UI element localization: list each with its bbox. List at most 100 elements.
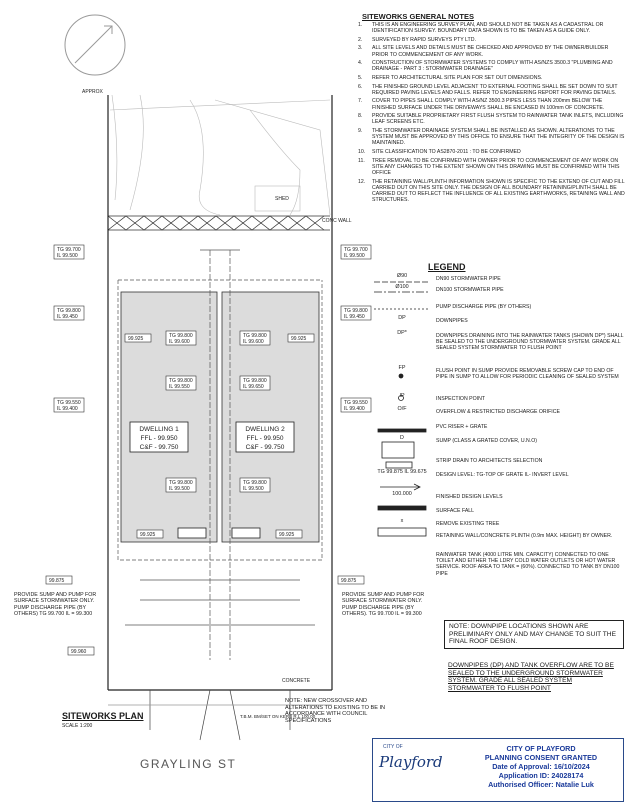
svg-text:IL 99.400: IL 99.400: [57, 406, 78, 412]
svg-text:99.875: 99.875: [341, 578, 357, 584]
stamp-line-2: PLANNING CONSENT GRANTED: [484, 753, 598, 762]
note-text: CONSTRUCTION OF STORMWATER SYSTEMS TO CO…: [372, 60, 613, 73]
note-number: 7.: [358, 98, 363, 105]
note-text: SURVEYED BY RAPID SURVEYS PTY LTD.: [372, 36, 476, 43]
general-note-item: 1.THIS IS AN ENGINEERING SURVEY PLAN, AN…: [358, 22, 626, 34]
svg-text:C&F - 99.750: C&F - 99.750: [140, 444, 179, 451]
note-number: 12.: [358, 178, 366, 185]
stormwater-pipes: [117, 249, 323, 660]
general-note-item: 6. THE FINISHED GROUND LEVEL ADJACENT TO …: [358, 84, 626, 96]
legend-item: REMOVE EXISTING TREE: [436, 521, 500, 527]
existing-contours: [109, 94, 331, 216]
north-arrow-icon: [64, 14, 126, 76]
svg-text:TG 99.800: TG 99.800: [344, 308, 368, 314]
legend-item: DN90 STORMWATER PIPE: [436, 276, 501, 282]
legend-item: FLUSH POINT IN SUMP PROVIDE REMOVABLE SC…: [436, 368, 619, 381]
svg-text:99.925: 99.925: [279, 532, 295, 538]
legend-symbol-label: TG 99.875 IL 99.675: [377, 469, 427, 475]
svg-text:DWELLING 2: DWELLING 2: [245, 426, 285, 433]
dwelling-2-label: DWELLING 2 FFL - 99.950 C&F - 99.750: [235, 421, 295, 453]
legend-item: STRIP DRAIN TO ARCHITECTS SELECTION: [436, 458, 543, 464]
legend-symbol-label: x: [400, 518, 404, 524]
driveway-crossover: [108, 689, 332, 741]
legend-title: LEGEND: [428, 262, 466, 272]
svg-text:IL 99.500: IL 99.500: [344, 253, 365, 259]
svg-text:TG 99.800: TG 99.800: [243, 333, 267, 339]
svg-text:99.925: 99.925: [291, 336, 307, 342]
benchmark-label: T.B.M. BM/SET ON KERB R.L 100.00: [240, 714, 316, 719]
svg-text:TG 99.700: TG 99.700: [344, 247, 368, 253]
drawing-title: SITEWORKS PLAN: [62, 711, 144, 721]
legend-item: DOWNPIPES: [436, 318, 468, 324]
svg-text:IL 99.400: IL 99.400: [344, 406, 365, 412]
note-text: THE STORMWATER DRAINAGE SYSTEM SHALL BE …: [372, 127, 625, 147]
svg-text:TG 99.800: TG 99.800: [169, 333, 193, 339]
svg-text:FFL - 99.950: FFL - 99.950: [141, 435, 178, 442]
legend-item: OVERFLOW & RESTRICTED DISCHARGE ORIFICE: [436, 409, 560, 415]
general-note-item: 9.THE STORMWATER DRAINAGE SYSTEM SHALL B…: [358, 128, 626, 147]
general-note-item: 7. COVER TO PIPES SHALL COMPLY WITH AS/NZ…: [358, 98, 626, 110]
site-boundary: [107, 95, 333, 691]
rear-fence: [107, 215, 330, 231]
legend-item: SUMP (CLASS A GRATED COVER, U.N.O): [436, 438, 537, 444]
legend-item: SURFACE FALL: [436, 508, 475, 514]
legend-item: PUMP DISCHARGE PIPE (BY OTHERS): [436, 304, 532, 310]
legend-symbol-label: O/F: [397, 406, 407, 412]
general-note-item: 3.ALL SITE LEVELS AND DETAILS MUST BE CH…: [358, 45, 626, 57]
note-text: THE RETAINING WALL/PLINTH INFORMATION SH…: [372, 178, 625, 204]
street-name: GRAYLING ST: [140, 757, 237, 771]
svg-text:TG 99.800: TG 99.800: [169, 378, 193, 384]
note-text: THE FINISHED GROUND LEVEL ADJACENT TO EX…: [372, 83, 618, 96]
approx-label: APPROX: [82, 89, 104, 95]
legend-item: RAINWATER TANK (4000 LITRE MIN. CAPACITY…: [436, 552, 620, 577]
svg-text:FFL - 99.950: FFL - 99.950: [247, 435, 284, 442]
svg-text:IL 99.550: IL 99.550: [169, 384, 190, 390]
svg-text:TG 99.800: TG 99.800: [169, 480, 193, 486]
note-number: 10.: [358, 148, 366, 155]
legend-item: PVC RISER + GRATE: [436, 424, 488, 430]
svg-text:99.925: 99.925: [140, 532, 156, 538]
general-note-item: 2. SURVEYED BY RAPID SURVEYS PTY LTD.: [358, 37, 626, 43]
legend-symbol-label: 100.000: [392, 491, 412, 497]
svg-text:99.960: 99.960: [71, 649, 87, 655]
pump-note-left: PROVIDE SUMP AND PUMP FOR SURFACE STORMW…: [14, 592, 97, 617]
svg-text:C&F - 99.750: C&F - 99.750: [246, 444, 285, 451]
stamp-line-1: CITY OF PLAYFORD: [506, 744, 576, 753]
note-number: 1.: [358, 22, 363, 28]
svg-text:TG 99.700: TG 99.700: [57, 247, 81, 253]
stamp-line-5: Authorised Officer: Natalie Luk: [488, 780, 594, 789]
legend-symbol-label: D: [400, 435, 404, 441]
legend-symbol-label: DP: [398, 315, 406, 321]
general-note-item: 11.TREE REMOVAL TO BE CONFIRMED WITH OWN…: [358, 158, 626, 177]
general-notes-list: 1.THIS IS AN ENGINEERING SURVEY PLAN, AN…: [358, 22, 626, 206]
legend-symbol-label: FP: [398, 365, 406, 371]
note-number: 6.: [358, 83, 363, 90]
svg-text:IL 99.500: IL 99.500: [57, 253, 78, 259]
concrete-label: CONCRETE: [282, 678, 311, 684]
note-text: TREE REMOVAL TO BE CONFIRMED WITH OWNER …: [372, 157, 620, 176]
note-text: ALL SITE LEVELS AND DETAILS MUST BE CHEC…: [372, 45, 609, 58]
note-number: 2.: [358, 36, 363, 43]
general-note-item: 4.CONSTRUCTION OF STORMWATER SYSTEMS TO …: [358, 60, 626, 72]
sealed-system-note: DOWNPIPES (DP) AND TANK OVERFLOW ARE TO …: [444, 660, 622, 695]
dwelling-1-footprint: [120, 291, 218, 543]
playford-logo: Playford: [379, 753, 443, 771]
legend-item: FINISHED DESIGN LEVELS: [436, 494, 503, 500]
svg-text:99.875: 99.875: [49, 578, 65, 584]
svg-text:IL 99.600: IL 99.600: [169, 339, 190, 345]
legend-item: DN100 STORMWATER PIPE: [436, 287, 504, 293]
legend-item: RETAINING WALL/CONCRETE PLINTH (0.9m MAX…: [436, 533, 613, 539]
note-text: SITE CLASSIFICATION TO AS2870-2011 : TO …: [372, 148, 521, 155]
svg-text:TG 99.800: TG 99.800: [243, 480, 267, 486]
legend-symbols: [374, 281, 428, 537]
note-text: COVER TO PIPES SHALL COMPLY WITH AS/NZ 3…: [372, 98, 605, 111]
stamp-line-4: Application ID: 24028174: [498, 771, 584, 780]
svg-text:TG 99.800: TG 99.800: [57, 308, 81, 314]
pump-note-right: PROVIDE SUMP AND PUMP FOR SURFACE STORMW…: [342, 592, 425, 617]
svg-text:TG 99.550: TG 99.550: [57, 400, 81, 406]
stamp-line-3: Date of Approval: 16/10/2024: [492, 762, 590, 771]
svg-text:99.925: 99.925: [128, 336, 144, 342]
dwelling-2-footprint: [221, 291, 320, 543]
